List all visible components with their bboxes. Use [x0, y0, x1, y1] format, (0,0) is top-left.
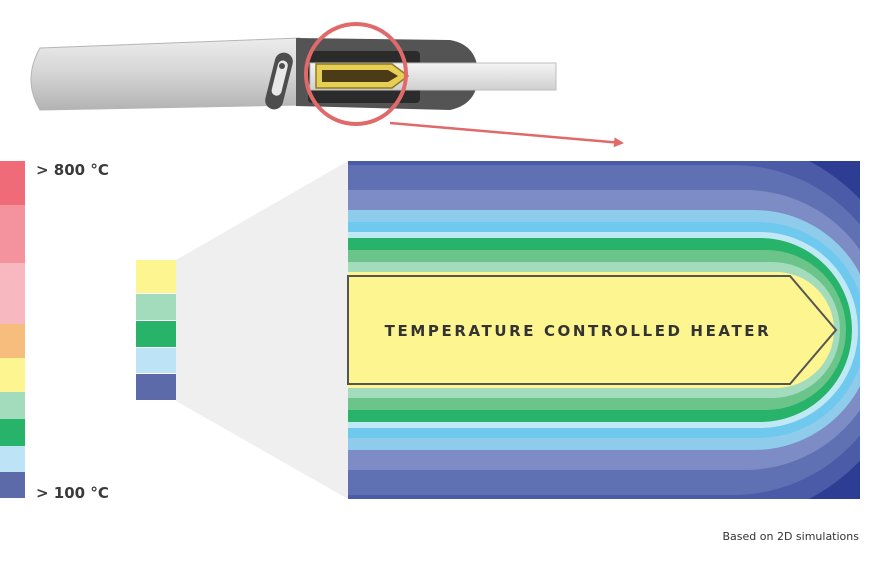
scale-swatch: [0, 324, 25, 358]
zoom-swatches: [136, 260, 176, 400]
scale-top-label: > 800 °C: [36, 161, 109, 179]
zoom-arrow: [389, 121, 624, 148]
device-button-icon: [265, 52, 293, 110]
zoom-swatch: [136, 321, 176, 347]
zoom-swatch: [136, 374, 176, 400]
scale-bottom-label: > 100 °C: [36, 484, 109, 502]
heating-device: [30, 37, 557, 111]
heater-label: TEMPERATURE CONTROLLED HEATER: [385, 322, 772, 340]
scale-swatch: [0, 263, 25, 324]
highlight-circle: [304, 22, 408, 126]
zoom-swatch: [136, 294, 176, 320]
device-body: [30, 37, 303, 111]
zoom-swatch: [136, 348, 176, 373]
scale-swatch: [0, 446, 25, 472]
scale-swatch: [0, 392, 25, 419]
heater-shape: [347, 275, 838, 385]
scale-swatch: [0, 205, 25, 263]
scale-swatch: [0, 419, 25, 446]
scale-swatch: [0, 472, 25, 498]
scale-swatch: [0, 358, 25, 392]
simulation-footnote: Based on 2D simulations: [722, 530, 859, 543]
temperature-scale: [0, 161, 25, 498]
scale-swatch: [0, 161, 25, 205]
zoom-swatch: [136, 260, 176, 293]
zoom-funnel: [176, 161, 348, 499]
